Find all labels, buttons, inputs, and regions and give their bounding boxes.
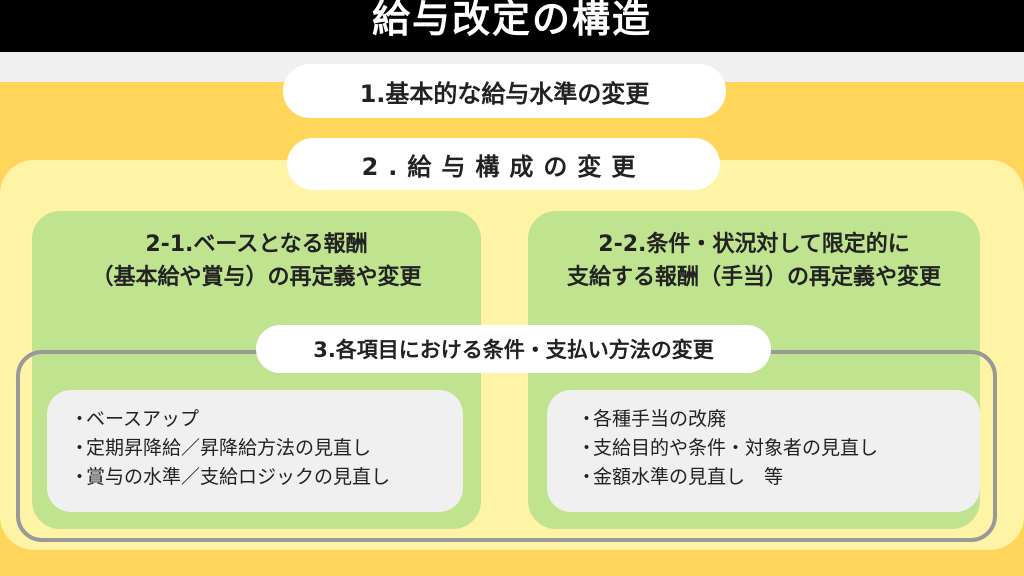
section2-label: 2.給与構成の変更 [287,138,720,190]
list-item: ・各種手当の改廃 [577,405,878,434]
section3-label: 3.各項目における条件・支払い方法の変更 [256,325,771,373]
section2-2-list: ・各種手当の改廃 ・支給目的や条件・対象者の見直し ・金額水準の見直し 等 [577,405,878,492]
section2-1-list: ・ベースアップ ・定期昇降給／昇降給方法の見直し ・賞与の水準／支給ロジックの見… [70,405,390,492]
section2-1-title: 2-1.ベースとなる報酬 （基本給や賞与）の再定義や変更 [32,228,481,294]
section2-2-title-line2: 支給する報酬（手当）の再定義や変更 [566,265,941,290]
bullet: ・ [70,466,90,488]
page-title: 給与改定の構造 [0,0,1024,52]
section2-2-title: 2-2.条件・状況対して限定的に 支給する報酬（手当）の再定義や変更 [528,228,980,294]
list-item: ・賞与の水準／支給ロジックの見直し [70,463,390,492]
section2-1-title-line1: 2-1.ベースとなる報酬 [145,232,368,257]
list-item: ・定期昇降給／昇降給方法の見直し [70,434,390,463]
list-item: ・ベースアップ [70,405,390,434]
section1-label: 1.基本的な給与水準の変更 [283,64,726,118]
bullet: ・ [577,466,597,488]
list-item: ・支給目的や条件・対象者の見直し [577,434,878,463]
bullet: ・ [577,437,597,459]
list-item: ・金額水準の見直し 等 [577,463,878,492]
bullet: ・ [70,408,90,430]
section2-1-list-box [47,390,463,512]
section2-1-title-line2: （基本給や賞与）の再定義や変更 [91,265,422,290]
section2-2-title-line1: 2-2.条件・状況対して限定的に [598,232,910,257]
section2-2-list-box [547,390,980,512]
bullet: ・ [70,437,90,459]
bullet: ・ [577,408,597,430]
